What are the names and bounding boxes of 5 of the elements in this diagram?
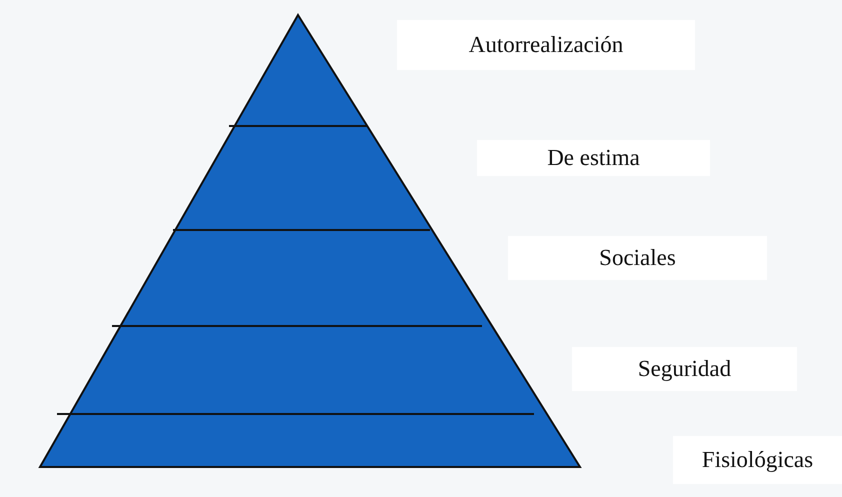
level-name: Autorrealización: [468, 32, 624, 58]
level-name: Seguridad: [638, 356, 732, 382]
level-name: De estima: [547, 145, 640, 171]
level-name: Fisiológicas: [702, 447, 814, 473]
level-name: Sociales: [599, 245, 676, 271]
